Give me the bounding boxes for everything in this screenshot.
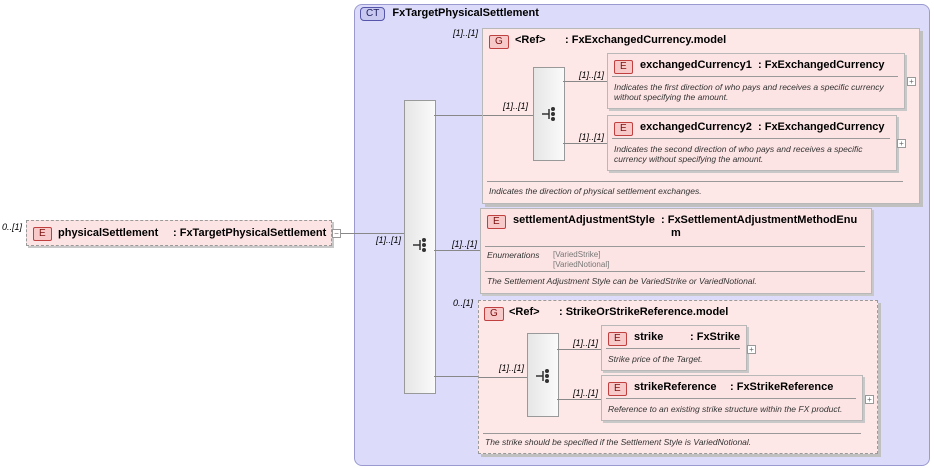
- divider: [487, 181, 903, 182]
- element-type: : FxExchangedCurrency: [758, 121, 885, 133]
- sequence-multiplicity: [1]..[1]: [499, 363, 525, 373]
- divider: [606, 398, 856, 399]
- element-badge: E: [614, 60, 633, 74]
- divider: [606, 348, 740, 349]
- group-badge: G: [489, 35, 509, 49]
- root-element[interactable]: E physicalSettlement : FxTargetPhysicalS…: [26, 220, 332, 246]
- element-description: Indicates the first direction of who pay…: [614, 82, 884, 102]
- sequence-icon: [542, 107, 555, 121]
- element-type: : FxExchangedCurrency: [758, 59, 885, 71]
- element-exchanged-currency-1[interactable]: E exchangedCurrency1 : FxExchangedCurren…: [607, 53, 905, 109]
- sequence-compositor[interactable]: [404, 100, 436, 394]
- divider: [485, 271, 865, 272]
- element-multiplicity: [1]..[1]: [579, 132, 605, 142]
- sequence-icon: [536, 369, 549, 383]
- connector-line: [563, 143, 607, 144]
- enumerations-label: Enumerations: [487, 250, 540, 260]
- element-exchanged-currency-2[interactable]: E exchangedCurrency2 : FxExchangedCurren…: [607, 115, 897, 171]
- element-strike-reference[interactable]: E strikeReference : FxStrikeReference Re…: [601, 375, 863, 421]
- element-description: Indicates the second direction of who pa…: [614, 144, 863, 164]
- element-badge: E: [608, 332, 627, 346]
- element-badge: E: [608, 382, 627, 396]
- divider: [485, 246, 865, 247]
- complex-type-header: CT FxTargetPhysicalSettlement: [360, 7, 539, 21]
- ct-name: FxTargetPhysicalSettlement: [392, 7, 539, 19]
- divider: [612, 76, 898, 77]
- group-badge: G: [484, 307, 504, 321]
- element-name: strike: [634, 331, 664, 343]
- sequence-icon: [413, 238, 426, 252]
- element-description: Strike price of the Target.: [608, 354, 703, 364]
- element-name: settlementAdjustmentStyle: [513, 214, 655, 226]
- expand-icon[interactable]: +: [897, 139, 906, 148]
- collapse-toggle-icon[interactable]: −: [332, 229, 341, 238]
- element-type: : FxStrikeReference: [730, 381, 834, 393]
- element-badge: E: [487, 215, 506, 229]
- root-multiplicity: 0..[1]: [2, 222, 23, 232]
- group-multiplicity: [1]..[1]: [453, 28, 479, 38]
- element-multiplicity: [1]..[1]: [573, 388, 599, 398]
- element-multiplicity: [1]..[1]: [573, 338, 599, 348]
- group-name: : FxExchangedCurrency.model: [565, 34, 727, 46]
- element-multiplicity: [1]..[1]: [452, 239, 478, 249]
- element-badge: E: [614, 122, 633, 136]
- element-name: exchangedCurrency1: [640, 59, 752, 71]
- root-element-name: physicalSettlement: [58, 227, 159, 239]
- element-badge: E: [33, 227, 52, 241]
- connector-line: [557, 399, 601, 400]
- group-fx-exchanged-currency[interactable]: G <Ref> : FxExchangedCurrency.model [1].…: [482, 28, 920, 204]
- root-element-type: : FxTargetPhysicalSettlement: [173, 227, 327, 239]
- expand-icon[interactable]: +: [865, 395, 874, 404]
- connector-line: [341, 233, 405, 234]
- sequence-multiplicity: [1]..[1]: [376, 235, 402, 245]
- element-settlement-adjustment-style[interactable]: E settlementAdjustmentStyle : FxSettleme…: [480, 208, 872, 294]
- element-multiplicity: [1]..[1]: [579, 70, 605, 80]
- expand-icon[interactable]: +: [907, 77, 916, 86]
- connector-line: [483, 115, 533, 116]
- divider: [483, 433, 861, 434]
- group-name: : StrikeOrStrikeReference.model: [559, 306, 729, 318]
- element-type: : FxSettlementAdjustmentMethodEnu: [661, 214, 858, 226]
- group-strike-or-strike-reference[interactable]: G <Ref> : StrikeOrStrikeReference.model …: [478, 300, 878, 454]
- element-name: strikeReference: [634, 381, 717, 393]
- expand-icon[interactable]: +: [747, 345, 756, 354]
- group-ref-label: <Ref>: [509, 306, 540, 318]
- connector-line: [479, 377, 527, 378]
- element-type: : FxStrike: [690, 331, 741, 343]
- connector-line: [563, 81, 607, 82]
- connector-line: [557, 349, 601, 350]
- element-description: Reference to an existing strike structur…: [608, 404, 843, 414]
- enumeration-value: [VariedStrike]: [553, 250, 601, 259]
- group-multiplicity: 0..[1]: [453, 298, 474, 308]
- group-description: The strike should be specified if the Se…: [485, 437, 752, 447]
- ct-badge: CT: [360, 7, 386, 21]
- group-ref-label: <Ref>: [515, 34, 546, 46]
- enumeration-value: [VariedNotional]: [553, 260, 610, 269]
- sequence-compositor[interactable]: [527, 333, 559, 417]
- element-name: exchangedCurrency2: [640, 121, 752, 133]
- group-description: Indicates the direction of physical sett…: [489, 186, 702, 196]
- connector-line: [434, 250, 480, 251]
- sequence-multiplicity: [1]..[1]: [503, 101, 529, 111]
- element-description: The Settlement Adjustment Style can be V…: [487, 276, 757, 286]
- element-type-continued: m: [671, 227, 681, 239]
- connector-line: [434, 115, 484, 116]
- divider: [612, 138, 890, 139]
- sequence-compositor[interactable]: [533, 67, 565, 161]
- connector-line: [434, 376, 478, 377]
- element-strike[interactable]: E strike : FxStrike Strike price of the …: [601, 325, 747, 371]
